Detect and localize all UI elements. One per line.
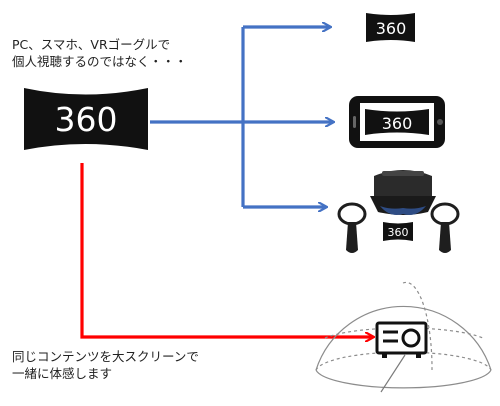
vr-360-badge: 360 <box>383 222 413 241</box>
phone-360-label: 360 <box>382 114 413 133</box>
intro-text-line2: 個人視聴するのではなく・・・ <box>12 54 188 69</box>
dome-outline <box>315 305 492 371</box>
dome-meridian <box>402 281 433 371</box>
main-360-badge: 360 <box>24 88 148 150</box>
red-arrow <box>80 163 373 337</box>
bottom-text-line2: 一緒に体感します <box>12 366 113 381</box>
vr-controller-left-icon <box>337 202 367 253</box>
vr-headset-icon <box>370 170 436 215</box>
dome-base-front <box>315 369 492 389</box>
pc-360-label: 360 <box>376 19 407 38</box>
vr-360-label: 360 <box>388 226 409 239</box>
vr-controller-right-icon <box>430 202 460 253</box>
pc-360-badge: 360 <box>366 13 415 42</box>
projector-stand <box>380 354 406 393</box>
intro-text-line1: PC、スマホ、VRゴーグルで <box>12 37 171 52</box>
dome-base-back <box>315 351 492 371</box>
projector-icon <box>375 321 428 358</box>
blue-arrows <box>150 27 333 207</box>
bottom-text-line1: 同じコンテンツを大スクリーンで <box>12 349 199 364</box>
smartphone-icon: 360 <box>349 96 445 148</box>
main-360-label: 360 <box>55 100 118 139</box>
